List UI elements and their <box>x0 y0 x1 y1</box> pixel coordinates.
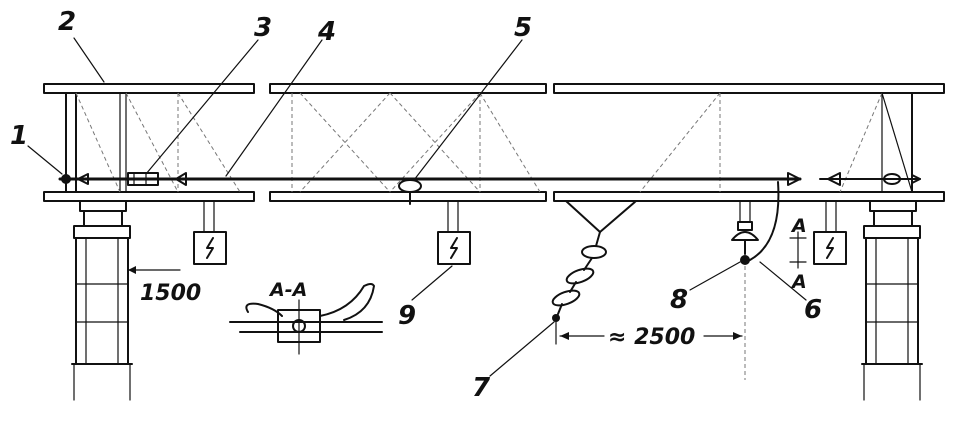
dimension-2500 <box>555 266 746 380</box>
right-column <box>861 200 923 401</box>
section-title: A-A <box>268 279 307 301</box>
section-marker-top: A <box>790 215 807 237</box>
insulator-string <box>551 200 637 322</box>
right-anchor <box>787 172 921 186</box>
lamp-box-3 <box>813 200 847 265</box>
label-6: 6 <box>804 295 822 325</box>
label-3: 3 <box>254 13 272 43</box>
left-column <box>71 200 133 401</box>
label-4: 4 <box>317 17 336 47</box>
suspension-insulator <box>731 181 780 265</box>
truss-diagonals <box>75 92 913 193</box>
lamp-box-2 <box>437 200 471 265</box>
dimension-1500 <box>127 266 181 274</box>
dimension-2500-label: ≈ 2500 <box>608 325 695 350</box>
label-5: 5 <box>514 13 532 43</box>
label-1: 1 <box>10 121 28 151</box>
section-marker-bottom: A <box>790 271 807 293</box>
leader-lines <box>27 37 807 377</box>
bottom-chord <box>43 191 945 202</box>
section-detail <box>229 283 383 355</box>
label-9: 9 <box>398 301 416 331</box>
dimension-1500-label: 1500 <box>140 281 201 306</box>
label-2: 2 <box>58 7 76 37</box>
section-marker <box>789 231 807 269</box>
lamp-box-1 <box>193 200 227 265</box>
top-chord <box>43 83 945 94</box>
label-7: 7 <box>472 373 491 403</box>
left-anchor <box>61 172 187 186</box>
label-8: 8 <box>670 285 688 315</box>
suspension-clamp <box>398 179 422 205</box>
